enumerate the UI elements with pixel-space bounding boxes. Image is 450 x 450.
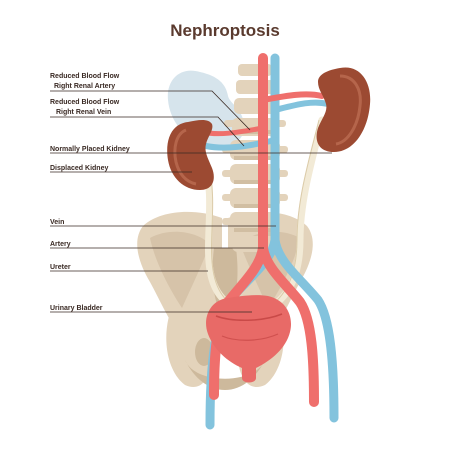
kidney-icon	[316, 67, 371, 152]
label-reduced-blood-flow-vein: Reduced Blood Flow	[50, 99, 120, 106]
displaced-kidney-icon	[167, 120, 214, 190]
vertebra-shading	[234, 130, 276, 232]
label-displaced-kidney: Displaced Kidney	[50, 165, 108, 172]
right-renal-vein	[272, 99, 331, 113]
label-artery: Artery	[50, 241, 71, 248]
label-right-renal-vein: Right Renal Vein	[56, 109, 111, 116]
label-ureter: Ureter	[50, 264, 71, 271]
label-right-renal-artery: Right Renal Artery	[54, 83, 115, 90]
leader-lines	[50, 90, 332, 313]
label-vein: Vein	[50, 219, 64, 226]
diagram-title: Nephroptosis	[170, 21, 280, 40]
label-reduced-blood-flow-artery: Reduced Blood Flow	[50, 73, 120, 80]
label-normally-placed-kidney: Normally Placed Kidney	[50, 146, 130, 153]
right-renal-artery	[260, 91, 325, 103]
bladder-icon	[206, 295, 292, 383]
label-urinary-bladder: Urinary Bladder	[50, 305, 103, 312]
reduced-renal-vein	[203, 137, 278, 151]
labels: Reduced Blood Flow Right Renal Artery Re…	[50, 73, 130, 312]
